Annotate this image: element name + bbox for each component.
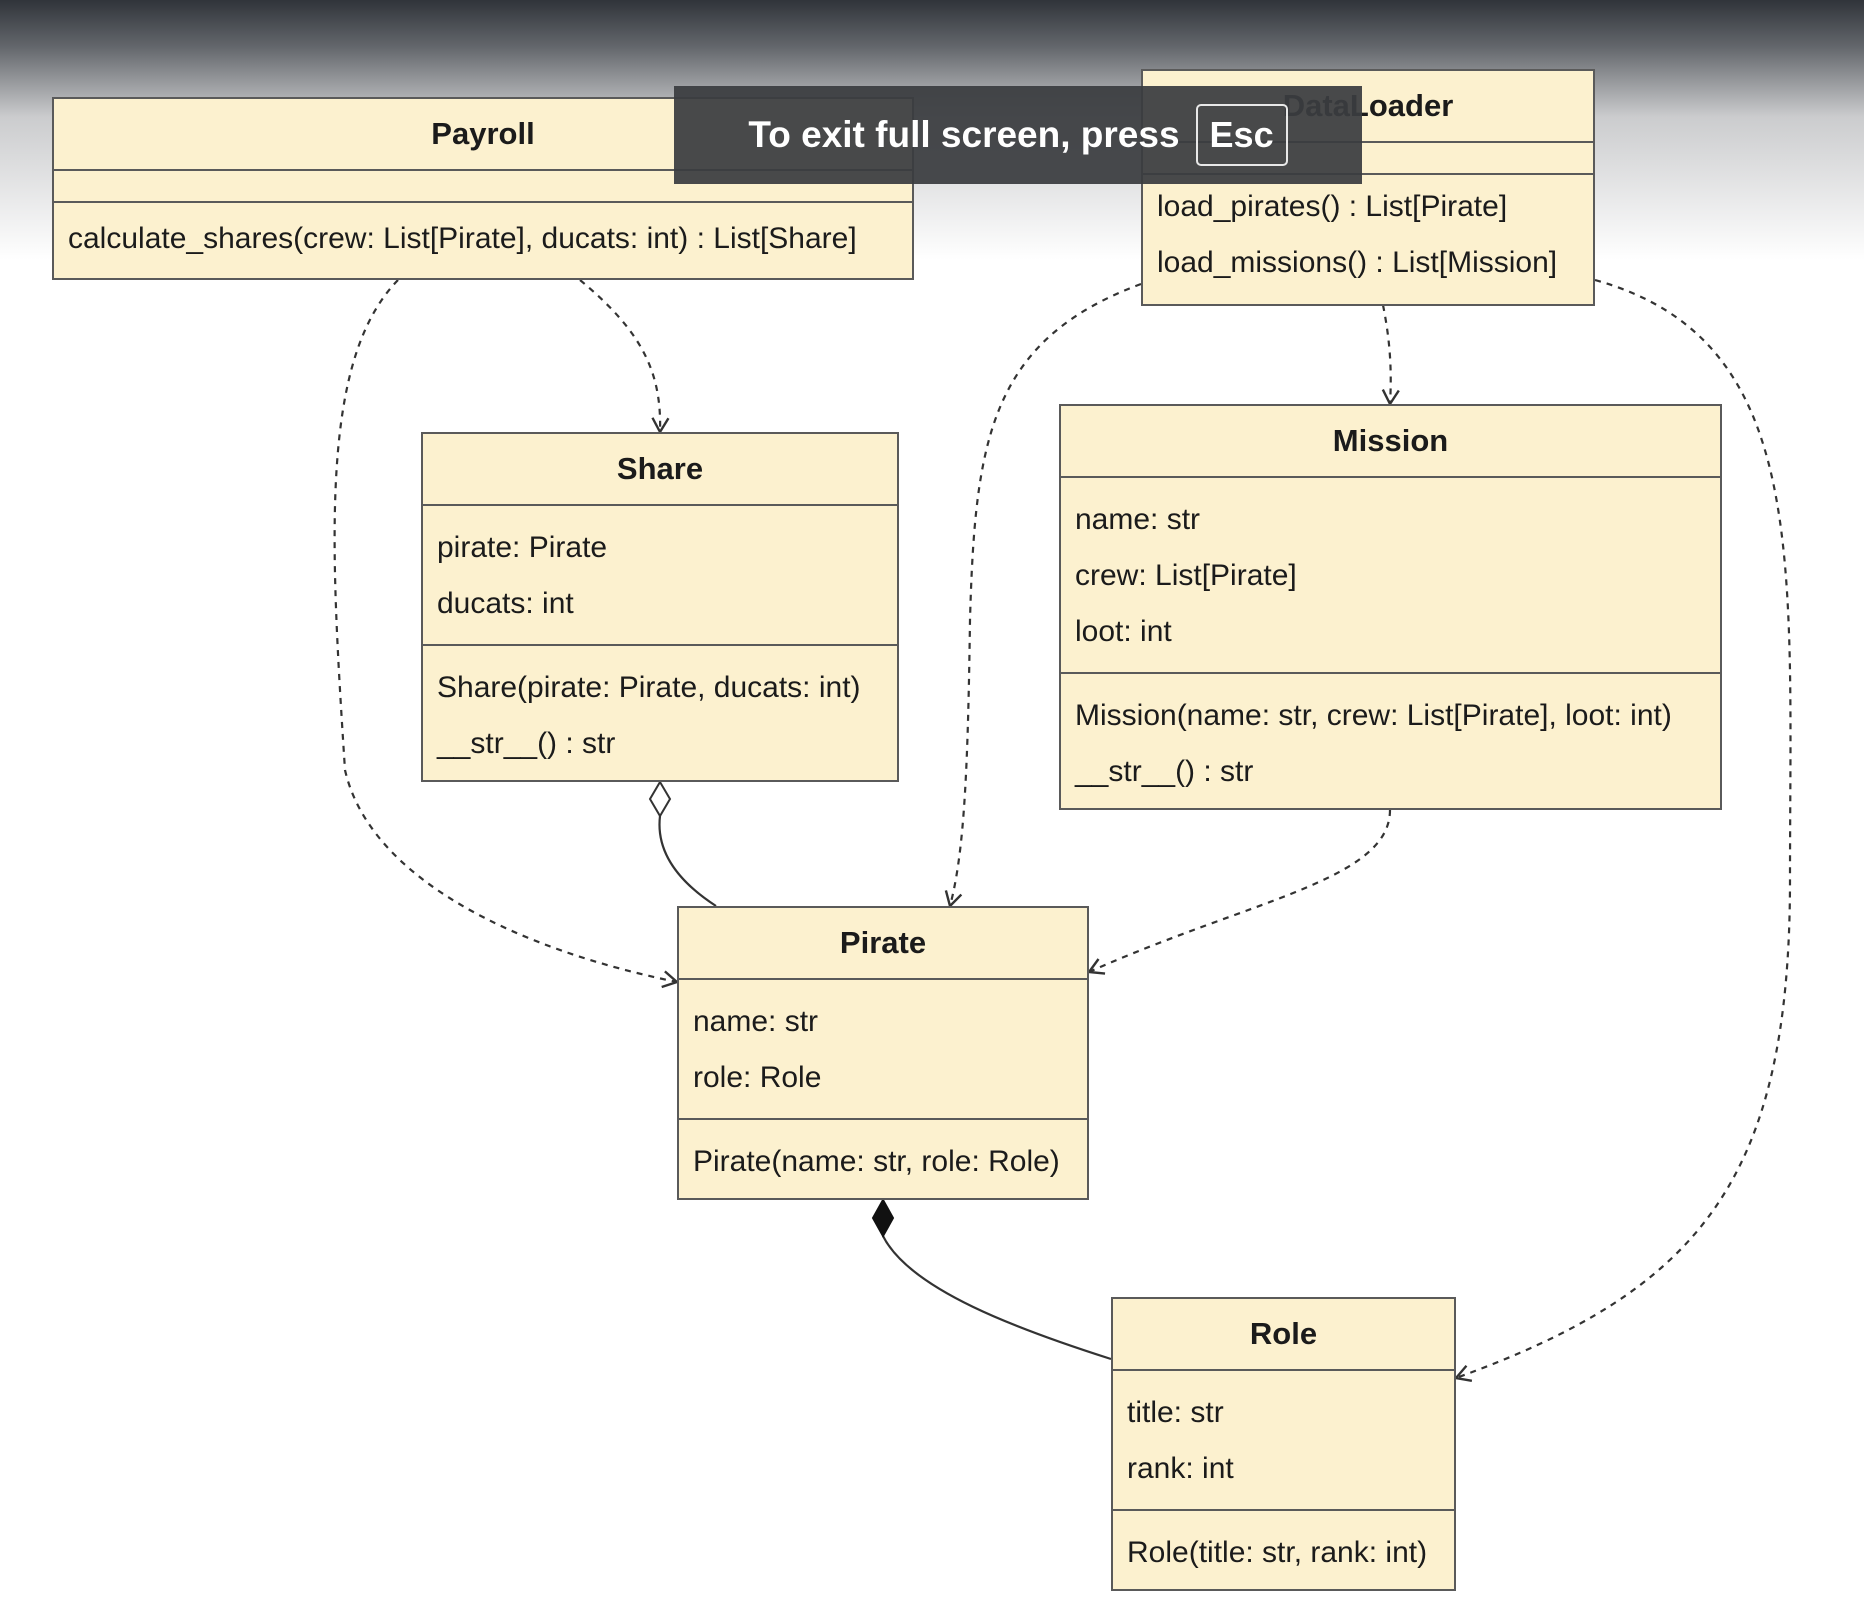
- class-dataloader-methods: load_pirates() : List[Pirate] load_missi…: [1143, 175, 1593, 303]
- attribute-row: loot: int: [1075, 615, 1172, 648]
- class-pirate-attributes: name: str role: Role: [679, 980, 1087, 1120]
- class-role-name: Role: [1113, 1299, 1454, 1371]
- attribute-row: pirate: Pirate: [437, 531, 608, 564]
- composition-diamond-icon: [871, 1197, 895, 1239]
- class-share[interactable]: Share pirate: Pirate ducats: int Share(p…: [421, 432, 899, 782]
- class-payroll-name: Payroll: [54, 99, 912, 171]
- class-share-methods: Share(pirate: Pirate, ducats: int) __str…: [423, 646, 897, 784]
- method-row: Pirate(name: str, role: Role): [693, 1145, 1060, 1178]
- toast-message: To exit full screen, press: [748, 114, 1180, 155]
- class-mission[interactable]: Mission name: str crew: List[Pirate] loo…: [1059, 404, 1722, 810]
- edge-dataloader-role: [1453, 278, 1792, 1382]
- class-role[interactable]: Role title: str rank: int Role(title: st…: [1111, 1297, 1456, 1591]
- attribute-row: crew: List[Pirate]: [1075, 559, 1297, 592]
- esc-key-hint[interactable]: Esc: [1195, 104, 1288, 166]
- edge-share-pirate-aggregation: [658, 815, 717, 907]
- class-dataloader-attributes: [1143, 143, 1593, 175]
- method-row: __str__() : str: [1075, 755, 1254, 788]
- attribute-row: role: Role: [693, 1061, 822, 1094]
- method-row: Role(title: str, rank: int): [1127, 1536, 1428, 1569]
- method-row: Share(pirate: Pirate, ducats: int): [437, 671, 861, 704]
- aggregation-diamond-icon: [648, 780, 672, 818]
- class-payroll-methods: calculate_shares(crew: List[Pirate], duc…: [54, 203, 912, 279]
- edge-payroll-share: [579, 279, 670, 435]
- edge-mission-pirate: [1086, 809, 1392, 975]
- edge-dataloader-pirate: [944, 282, 1142, 909]
- fullscreen-exit-toast: To exit full screen, press Esc: [674, 86, 1362, 184]
- attribute-row: name: str: [693, 1005, 819, 1038]
- class-mission-attributes: name: str crew: List[Pirate] loot: int: [1061, 478, 1720, 674]
- attribute-row: title: str: [1127, 1396, 1224, 1429]
- attribute-row: rank: int: [1127, 1452, 1234, 1485]
- class-payroll-attributes: [54, 171, 912, 203]
- class-pirate-name: Pirate: [679, 908, 1087, 980]
- edge-dataloader-mission: [1381, 304, 1400, 407]
- class-share-attributes: pirate: Pirate ducats: int: [423, 506, 897, 646]
- class-mission-name: Mission: [1061, 406, 1720, 478]
- class-role-attributes: title: str rank: int: [1113, 1371, 1454, 1511]
- attribute-row: ducats: int: [437, 587, 574, 620]
- method-row: calculate_shares(crew: List[Pirate], duc…: [68, 222, 857, 255]
- method-row: load_missions() : List[Mission]: [1157, 246, 1558, 279]
- class-role-methods: Role(title: str, rank: int): [1113, 1511, 1454, 1593]
- class-mission-methods: Mission(name: str, crew: List[Pirate], l…: [1061, 674, 1720, 812]
- class-share-name: Share: [423, 434, 897, 506]
- attribute-row: name: str: [1075, 503, 1201, 536]
- edge-pirate-role-composition: [882, 1235, 1112, 1361]
- method-row: __str__() : str: [437, 727, 616, 760]
- class-pirate-methods: Pirate(name: str, role: Role): [679, 1120, 1087, 1202]
- edge-payroll-pirate: [333, 279, 680, 989]
- class-payroll[interactable]: Payroll calculate_shares(crew: List[Pira…: [52, 97, 914, 280]
- method-row: Mission(name: str, crew: List[Pirate], l…: [1075, 699, 1672, 732]
- class-pirate[interactable]: Pirate name: str role: Role Pirate(name:…: [677, 906, 1089, 1200]
- method-row: load_pirates() : List[Pirate]: [1157, 190, 1508, 223]
